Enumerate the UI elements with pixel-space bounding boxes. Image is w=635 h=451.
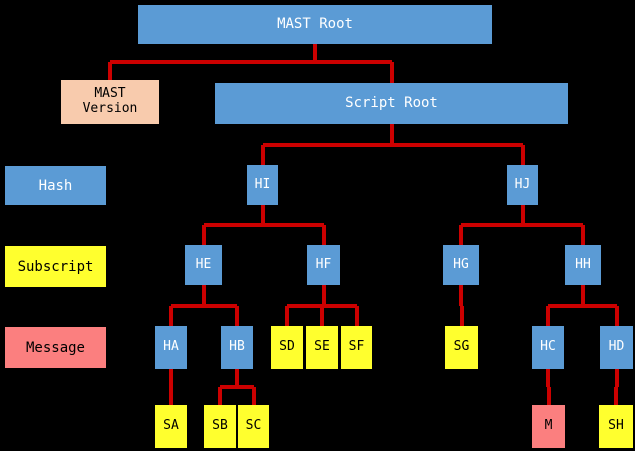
node-label: SB [212, 418, 228, 434]
node-label: HH [575, 256, 591, 272]
legend-item-label: Message [25, 339, 85, 356]
node-sg[interactable]: SG [445, 326, 478, 369]
node-label: SC [245, 418, 262, 434]
node-label: SG [453, 339, 470, 355]
node-mast-version[interactable]: MAST Version [61, 80, 159, 124]
node-label: SA [163, 418, 179, 434]
node-label: HE [195, 256, 212, 272]
node-ha[interactable]: HA [155, 326, 187, 369]
node-label: HD [608, 339, 625, 355]
node-label: HI [254, 176, 271, 192]
node-hj[interactable]: HJ [507, 165, 538, 205]
legend-item-label: Hash [38, 177, 73, 194]
node-label: HB [229, 339, 245, 355]
node-hc[interactable]: HC [532, 326, 564, 369]
node-sf[interactable]: SF [341, 326, 372, 369]
node-label: HF [315, 256, 332, 272]
legend-item-subscript: Subscript [5, 246, 106, 287]
node-hg[interactable]: HG [443, 245, 479, 285]
node-he[interactable]: HE [185, 245, 222, 285]
node-label: HJ [514, 176, 531, 192]
node-label: SD [279, 339, 295, 355]
node-sd[interactable]: SD [271, 326, 303, 369]
node-hd[interactable]: HD [600, 326, 633, 369]
node-sb[interactable]: SB [204, 405, 236, 448]
node-label: HG [453, 256, 469, 272]
node-label: SF [348, 339, 365, 355]
node-label: SE [314, 339, 330, 355]
node-hi[interactable]: HI [247, 165, 278, 205]
node-label: MAST Root [277, 16, 353, 33]
node-label: SH [608, 418, 624, 434]
legend-item-hash: Hash [5, 166, 106, 205]
node-sa[interactable]: SA [155, 405, 187, 448]
node-hb[interactable]: HB [221, 326, 253, 369]
node-script-root[interactable]: Script Root [215, 83, 568, 124]
legend-item-label: Subscript [17, 258, 94, 275]
node-label: MAST Version [82, 86, 138, 116]
node-hf[interactable]: HF [307, 245, 340, 285]
node-sh[interactable]: SH [599, 405, 633, 448]
node-m[interactable]: M [532, 405, 565, 448]
node-hh[interactable]: HH [565, 245, 601, 285]
node-mast-root[interactable]: MAST Root [138, 5, 492, 44]
node-label: M [544, 418, 553, 434]
legend-item-message: Message [5, 327, 106, 368]
node-label: Script Root [345, 95, 438, 112]
node-se[interactable]: SE [306, 326, 338, 369]
node-label: HC [540, 339, 556, 355]
node-label: HA [163, 339, 179, 355]
node-sc[interactable]: SC [238, 405, 269, 448]
